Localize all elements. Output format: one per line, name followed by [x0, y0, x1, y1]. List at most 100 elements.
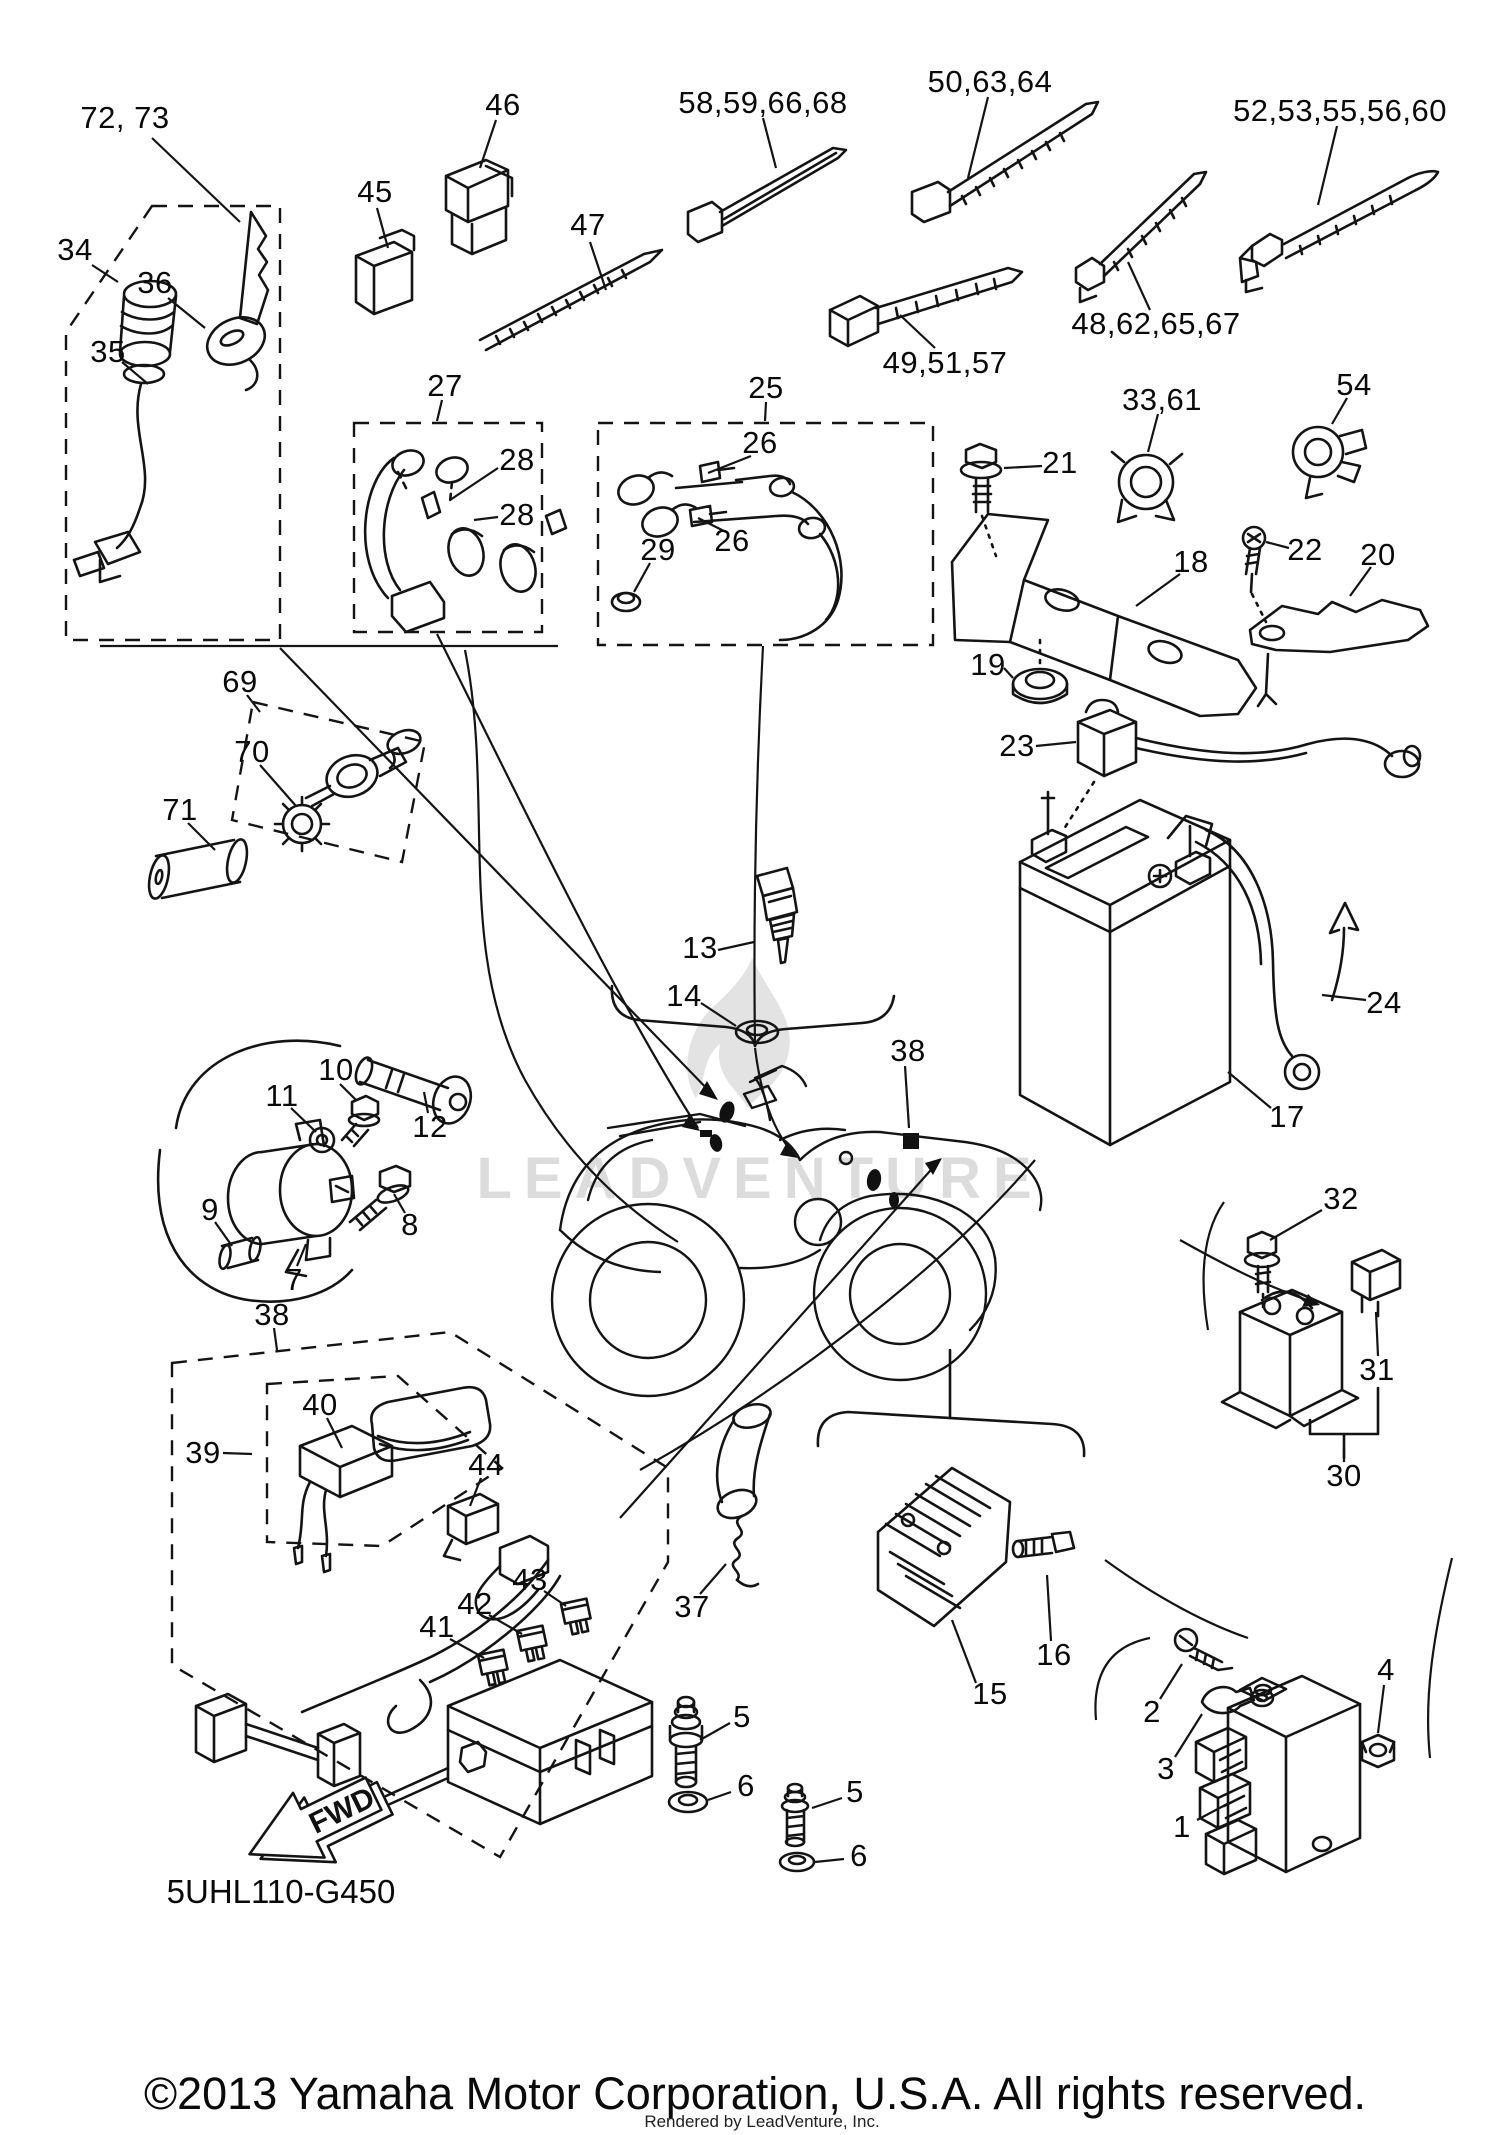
leader-line: [91, 264, 119, 283]
leader-line: [1127, 261, 1151, 311]
cable-tie-49-art: [828, 266, 1024, 348]
socket-69-art: [147, 728, 422, 900]
direction-arrow-24: [1328, 901, 1360, 935]
leader-line: [488, 1614, 523, 1635]
group-box-27: [352, 421, 544, 634]
leader-line: [222, 1451, 253, 1456]
leader-line: [697, 517, 727, 533]
leader-line: [699, 1563, 727, 1595]
leadventure-watermark: LEADVENTURE: [476, 958, 1043, 1211]
leader-line: [761, 117, 778, 169]
bracket-18-art: [950, 512, 1258, 718]
harness-38-art: [194, 1385, 562, 1788]
screw-22-plate-20-art: [1241, 525, 1430, 708]
dashed-group-boxes: [64, 204, 935, 1859]
fuse-42-art: [515, 1624, 548, 1663]
leader-line: [1376, 1684, 1386, 1734]
leader-line: [700, 1002, 737, 1027]
leader-line: [707, 454, 752, 475]
terminal-cover-23-art: [1060, 698, 1422, 834]
starter-relay-7-art: [156, 1039, 473, 1303]
leader-line: [295, 1243, 308, 1267]
leader-line: [187, 822, 216, 851]
leader-line: [1349, 566, 1372, 597]
group-box-38: [170, 1330, 670, 1859]
battery-17-art: [1018, 790, 1360, 1147]
cable-tie-58-art: [686, 146, 848, 244]
leader-line: [326, 1417, 343, 1449]
leader-line: [633, 562, 651, 593]
leader-line: [259, 764, 297, 807]
leader-line: [707, 1790, 732, 1802]
leader-line: [1003, 667, 1014, 679]
leader-line: [375, 207, 390, 249]
leader-line: [1269, 1209, 1323, 1241]
bulb-set-25-art: [617, 460, 843, 642]
bolt-5b-art: [778, 1782, 816, 1873]
connector-46-art: [444, 158, 514, 256]
leader-line: [811, 1796, 843, 1810]
leader-line: [393, 1193, 406, 1214]
leader-line: [950, 1619, 978, 1684]
leader-line: [167, 297, 206, 329]
leader-line: [588, 241, 608, 291]
sensor-13-art: [610, 866, 896, 1048]
group-box-ignition: [64, 204, 282, 642]
fwd-arrow: FWD: [248, 1776, 394, 1864]
leader-line: [121, 361, 149, 385]
leader-line: [272, 1327, 279, 1351]
clamp-54-art: [1291, 425, 1368, 500]
leader-line: [449, 1638, 485, 1659]
leader-line: [717, 940, 755, 952]
leader-line: [899, 314, 936, 349]
leader-line: [1196, 1802, 1230, 1821]
watermark-text: LEADVENTURE: [476, 1146, 1043, 1211]
clamp-tie-52-art: [1238, 169, 1440, 294]
flame-logo-icon: [687, 958, 790, 1108]
leader-line: [473, 515, 499, 522]
leader-line: [246, 694, 261, 713]
group-box-25: [596, 421, 935, 647]
cable-tie-47-art: [478, 248, 664, 352]
bolt-5a-art: [667, 1695, 709, 1814]
group-box-39: [265, 1374, 504, 1548]
leader-line: [1331, 397, 1348, 425]
leader-line: [966, 96, 990, 179]
leader-line: [151, 137, 241, 223]
leader-line: [214, 1221, 233, 1247]
leader-line: [422, 1091, 430, 1114]
leader-line: [1174, 1713, 1203, 1758]
grommet-29-art: [610, 591, 642, 613]
leader-line: [1159, 1663, 1183, 1700]
fuse-41-art: [476, 1648, 509, 1687]
leader-line: [468, 1477, 483, 1507]
leader-lines: [91, 96, 1386, 1864]
ignition-key-art: [205, 210, 270, 392]
leader-line: [1321, 993, 1367, 1002]
relay-assy-30-art: [1220, 1230, 1402, 1460]
leader-line: [449, 467, 499, 501]
leader-line: [1135, 573, 1181, 607]
leader-line: [290, 1107, 317, 1133]
bolt-21-art: [959, 442, 1003, 558]
leader-line: [1374, 1311, 1380, 1357]
leader-line: [1316, 125, 1339, 206]
group-box-69: [230, 700, 427, 864]
leader-line: [814, 1857, 845, 1864]
fuse-43-art: [559, 1597, 592, 1636]
cdi-unit-art: [384, 1658, 654, 1826]
leader-line: [1045, 1574, 1053, 1642]
leader-line: [699, 1722, 731, 1741]
parts-art: FWD: [72, 100, 1440, 1876]
grommet-19-art: [1011, 638, 1069, 705]
leader-line: [543, 1590, 567, 1607]
clamp-33-art: [1110, 450, 1184, 524]
leader-line: [478, 119, 498, 169]
ecu-1-art: [1173, 1627, 1396, 1876]
connector-45-art: [354, 228, 416, 316]
regulator-15-art: [816, 1348, 1086, 1628]
cable-tie-50-art: [910, 100, 1100, 224]
flame-logo-v-icon: [722, 1064, 762, 1096]
